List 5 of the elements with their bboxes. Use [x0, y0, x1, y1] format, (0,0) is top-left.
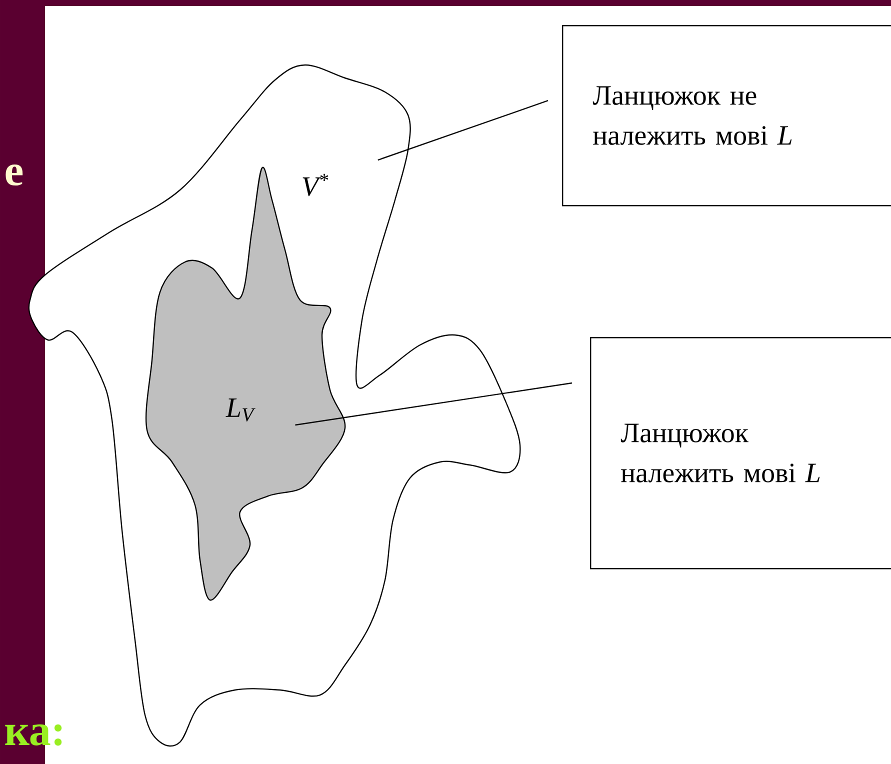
text-box: Ланцюжок не належить мові L	[562, 25, 891, 206]
leader-line	[378, 100, 548, 161]
leader-line	[295, 382, 572, 426]
text-box: Ланцюжок належить мові L	[590, 337, 891, 570]
slide-text-fragment: е	[6, 164, 23, 186]
